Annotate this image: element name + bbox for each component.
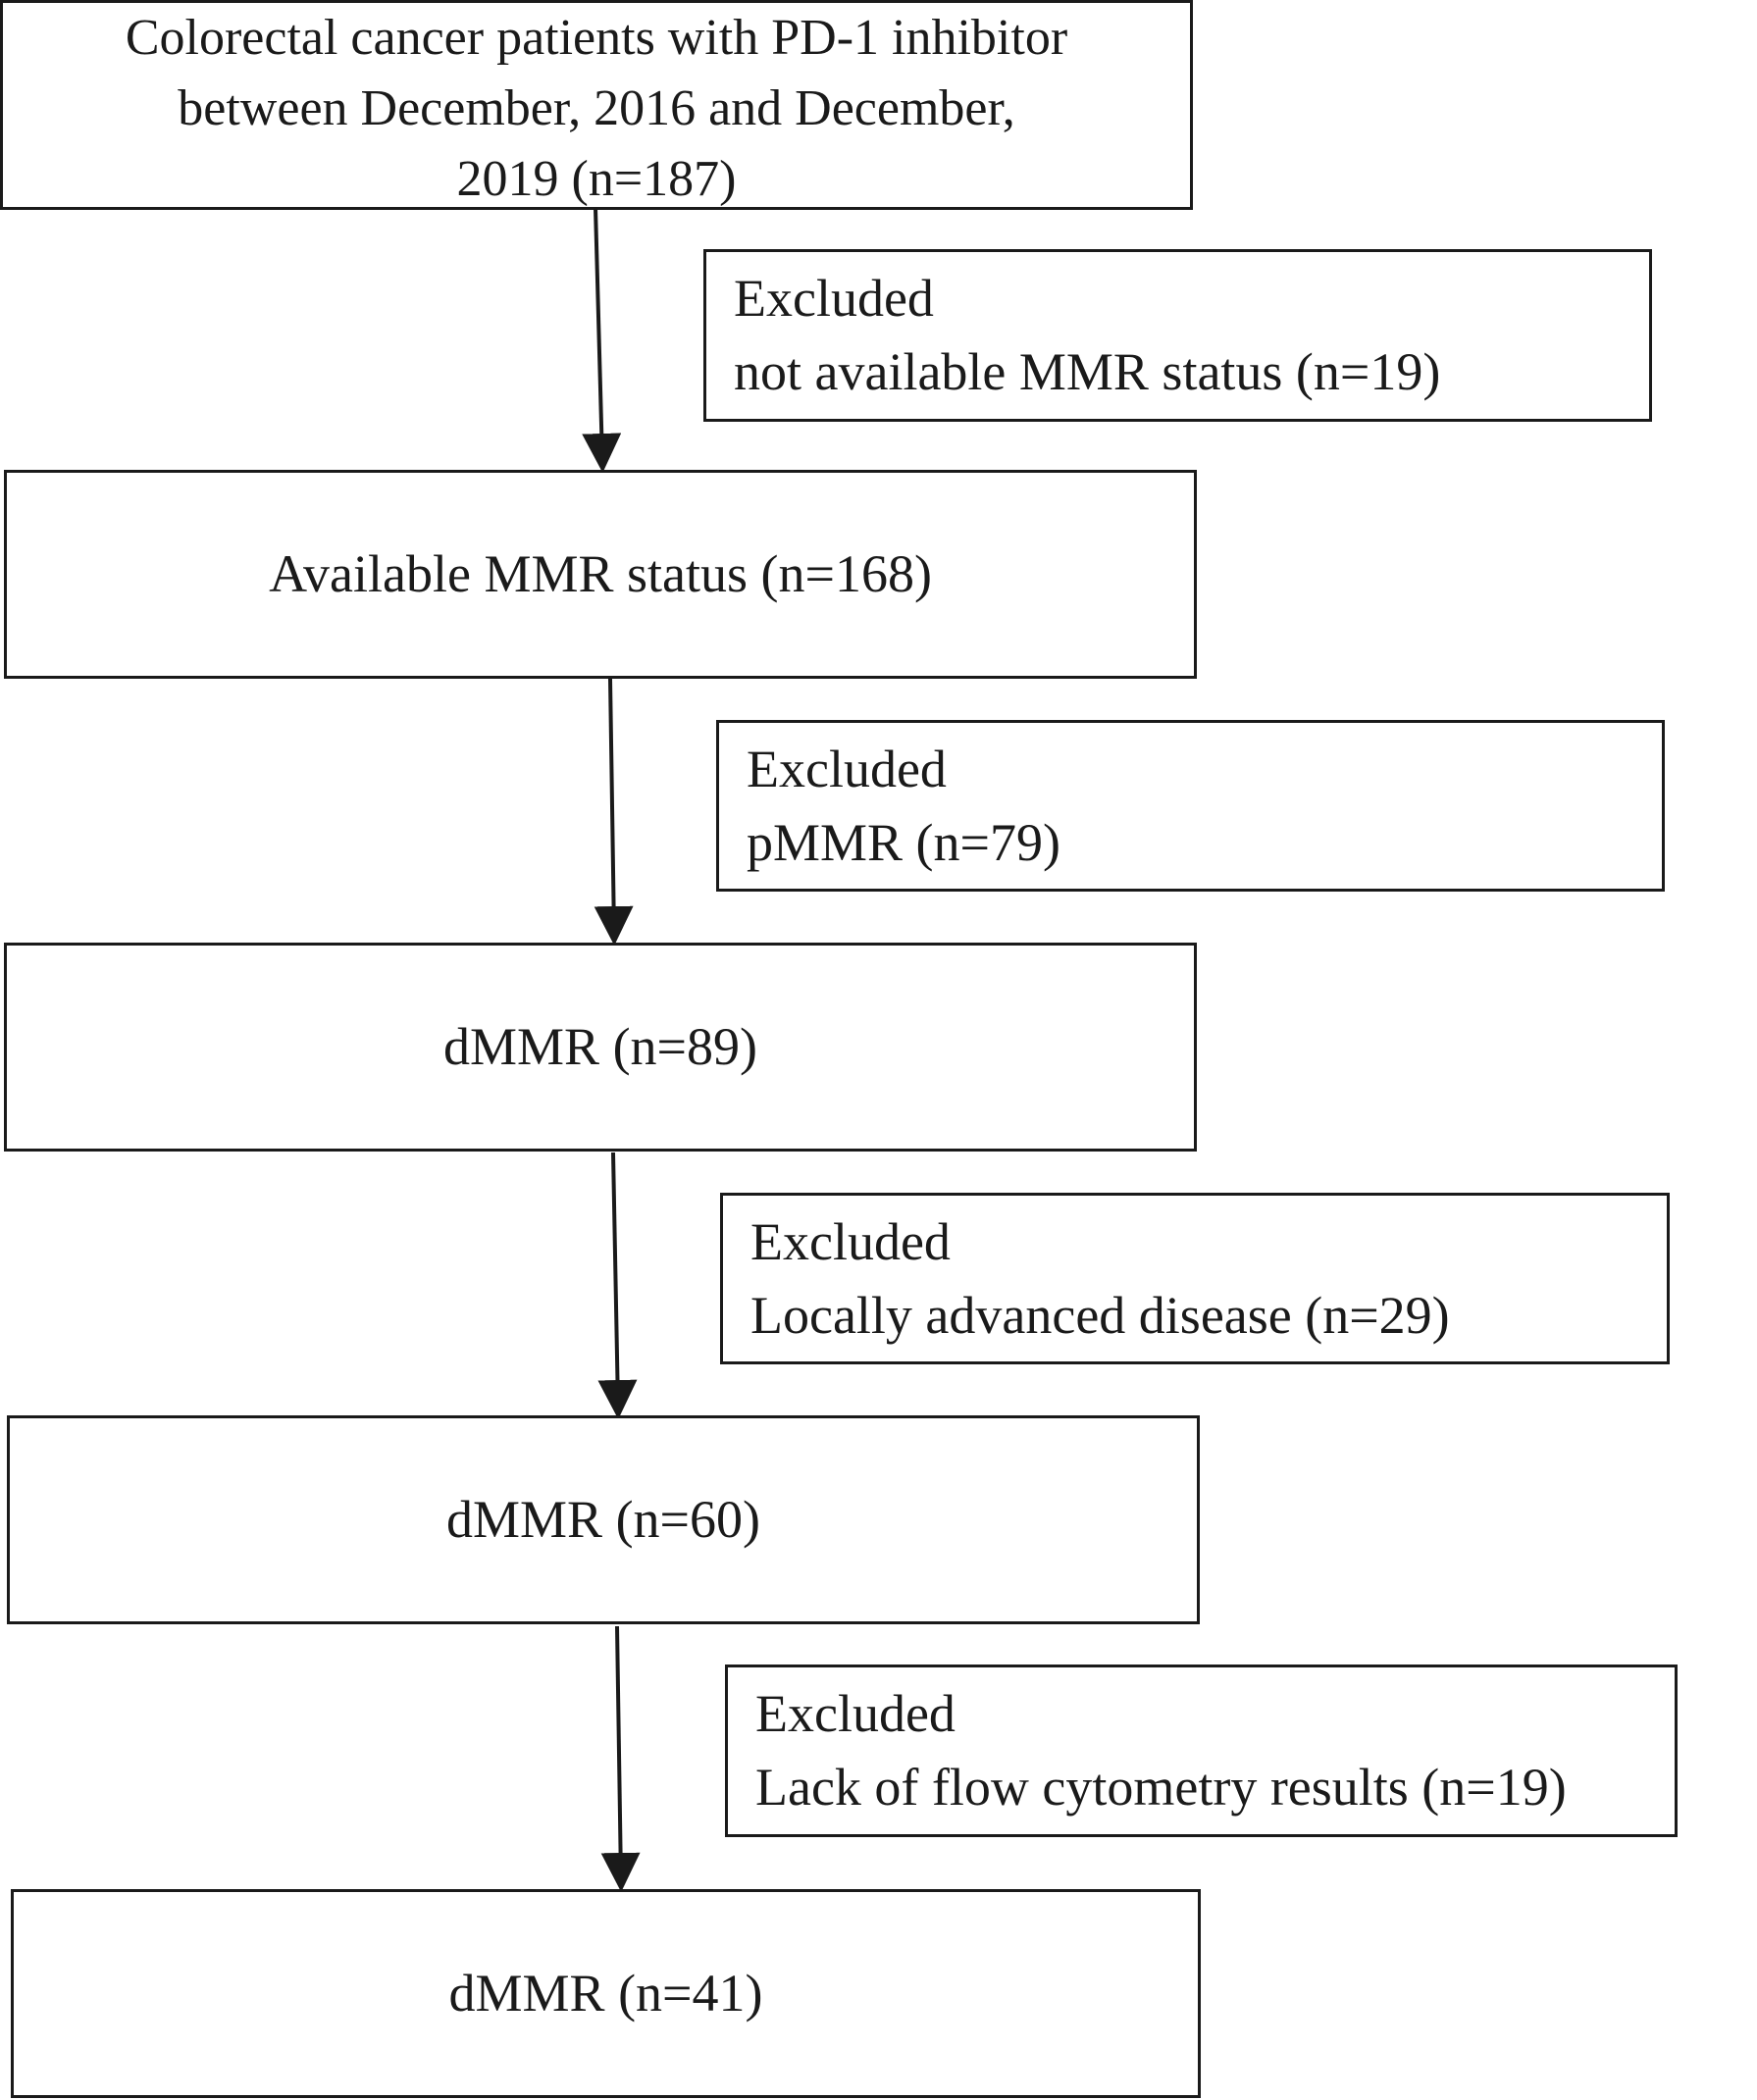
excluded-box-2: Excluded pMMR (n=79) — [716, 720, 1665, 892]
start-box-text: Colorectal cancer patients with PD-1 inh… — [126, 3, 1067, 215]
arrow-3 — [597, 1152, 638, 1419]
excluded-heading-3: Excluded — [750, 1212, 951, 1271]
step-label-1: Available MMR status (n=168) — [269, 544, 932, 604]
step-box-4: dMMR (n=41) — [11, 1889, 1201, 2098]
excluded-box-1: Excluded not available MMR status (n=19) — [703, 249, 1652, 422]
step-label-4: dMMR (n=41) — [448, 1964, 763, 2023]
start-box: Colorectal cancer patients with PD-1 inh… — [0, 0, 1193, 210]
step-label-3: dMMR (n=60) — [446, 1490, 760, 1550]
start-line-1: Colorectal cancer patients with PD-1 inh… — [125, 10, 1068, 66]
arrow-1 — [582, 207, 622, 473]
step-label-2: dMMR (n=89) — [443, 1017, 757, 1077]
start-line-3: 2019 (n=187) — [456, 151, 737, 207]
arrow-2 — [594, 678, 634, 946]
step-box-1: Available MMR status (n=168) — [4, 470, 1197, 679]
excluded-reason-3: Locally advanced disease (n=29) — [750, 1286, 1450, 1345]
excluded-box-3: Excluded Locally advanced disease (n=29) — [720, 1193, 1670, 1364]
excluded-box-4: Excluded Lack of flow cytometry results … — [725, 1665, 1678, 1837]
excluded-heading-4: Excluded — [755, 1684, 956, 1743]
step-box-2: dMMR (n=89) — [4, 943, 1197, 1152]
excluded-reason-1: not available MMR status (n=19) — [734, 342, 1441, 401]
excluded-heading-2: Excluded — [747, 740, 947, 798]
excluded-heading-1: Excluded — [734, 269, 934, 328]
start-line-2: between December, 2016 and December, — [178, 80, 1015, 136]
step-box-3: dMMR (n=60) — [7, 1415, 1200, 1624]
excluded-reason-2: pMMR (n=79) — [747, 813, 1060, 872]
excluded-reason-4: Lack of flow cytometry results (n=19) — [755, 1758, 1567, 1817]
arrow-4 — [600, 1625, 641, 1892]
